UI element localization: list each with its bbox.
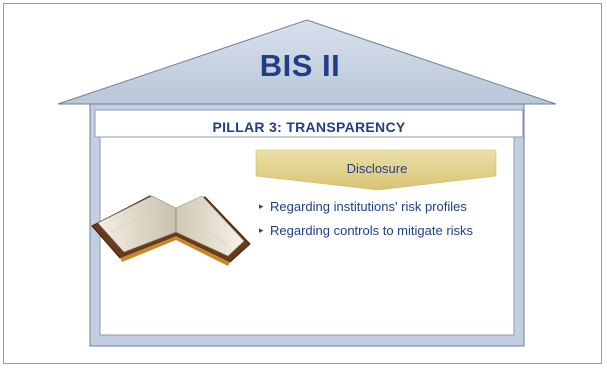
triangle-right-icon: ▸: [259, 201, 264, 211]
outer-frame: [3, 3, 602, 364]
list-item: ▸ Regarding institutions' risk profiles: [258, 199, 488, 214]
pillar-band: [94, 109, 524, 138]
open-book-icon: [91, 195, 251, 266]
disclosure-bullet-list: ▸ Regarding institutions' risk profiles …: [258, 199, 488, 247]
pillar-title: PILLAR 3: TRANSPARENCY: [212, 119, 406, 135]
triangle-right-icon: ▸: [259, 225, 264, 235]
roof-title: BIS II: [259, 48, 341, 83]
house-roof: [57, 19, 557, 105]
disclosure-label: Disclosure: [346, 161, 408, 176]
disclosure-banner: [255, 149, 497, 191]
list-item: ▸ Regarding controls to mitigate risks: [258, 223, 488, 238]
bullet-text: Regarding institutions' risk profiles: [270, 199, 467, 214]
bullet-text: Regarding controls to mitigate risks: [270, 223, 474, 238]
